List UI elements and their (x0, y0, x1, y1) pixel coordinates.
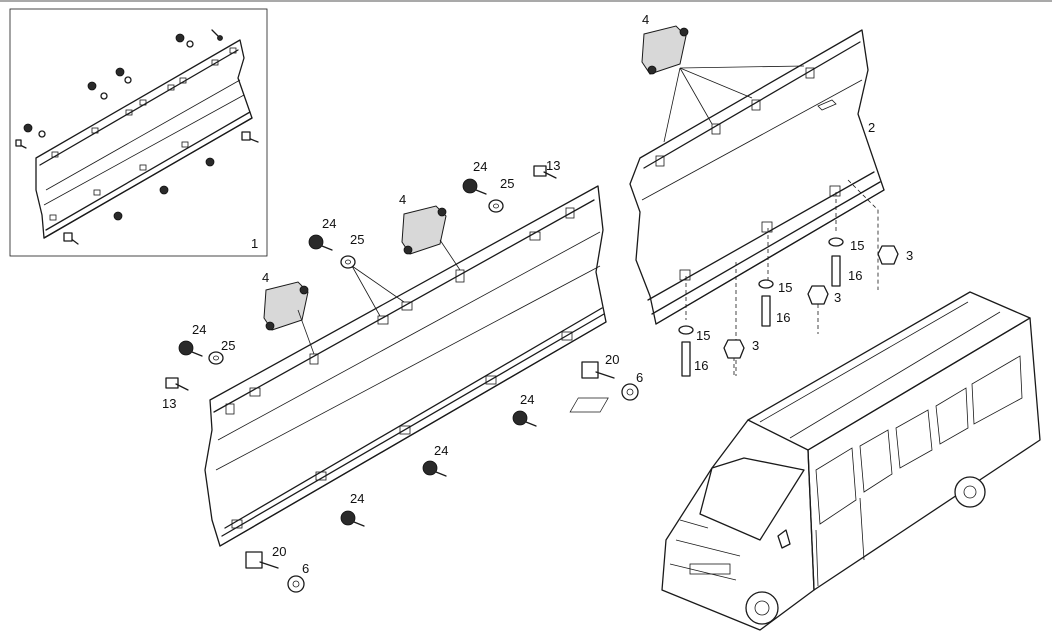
bracket-4-left (263, 281, 315, 355)
callout-6-b: 6 (302, 561, 309, 576)
callout-3-a: 3 (752, 338, 759, 353)
inset-panel-assembly (9, 8, 268, 257)
callout-24-b: 24 (192, 322, 206, 337)
callout-2: 2 (868, 120, 875, 135)
bolt-20-group (245, 361, 615, 569)
callout-25-b: 25 (221, 338, 235, 353)
nut-6-group (287, 383, 639, 593)
callout-24-c: 24 (473, 159, 487, 174)
washer-25-group (208, 199, 504, 365)
callout-24-d: 24 (520, 392, 534, 407)
callout-16-a: 16 (694, 358, 708, 373)
callout-3-b: 3 (834, 290, 841, 305)
callout-25-a: 25 (350, 232, 364, 247)
callout-24-f: 24 (350, 491, 364, 506)
callout-4-middle: 4 (399, 192, 406, 207)
callout-3-c: 3 (906, 248, 913, 263)
pin-16-group (681, 255, 841, 377)
callout-15-a: 15 (696, 328, 710, 343)
callout-16-c: 16 (848, 268, 862, 283)
callout-1: 1 (251, 236, 258, 251)
callout-24-a: 24 (322, 216, 336, 231)
callout-20-a: 20 (605, 352, 619, 367)
callout-15-c: 15 (850, 238, 864, 253)
callout-25-c: 25 (500, 176, 514, 191)
callout-13-a: 13 (162, 396, 176, 411)
bracket-4-right (641, 25, 805, 143)
callout-6-a: 6 (636, 370, 643, 385)
callout-15-b: 15 (778, 280, 792, 295)
main-side-panel (204, 185, 607, 547)
callout-16-b: 16 (776, 310, 790, 325)
callout-24-e: 24 (434, 443, 448, 458)
clip-3-group (723, 245, 899, 359)
screw-13-group (165, 165, 557, 391)
callout-4-left: 4 (262, 270, 269, 285)
fastener-24-group (178, 178, 537, 527)
bracket-4-middle (401, 205, 461, 271)
washer-15-group (678, 237, 844, 335)
callout-20-b: 20 (272, 544, 286, 559)
callout-4-right: 4 (642, 12, 649, 27)
rear-side-panel (629, 29, 885, 325)
van-illustration (569, 291, 1041, 631)
callout-13-b: 13 (546, 158, 560, 173)
